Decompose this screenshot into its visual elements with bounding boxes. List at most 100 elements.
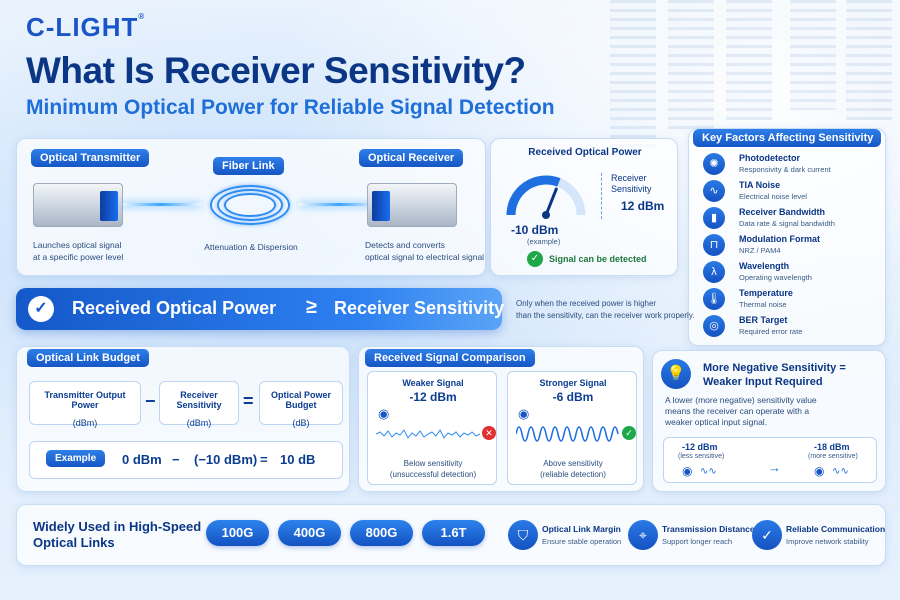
comparison-title: Received Signal Comparison [365,349,535,367]
page-subtitle: Minimum Optical Power for Reliable Signa… [26,96,555,119]
strong-signal-title: Stronger Signal [539,378,607,388]
benefit-title: Reliable Communication [786,524,886,534]
gauge-title: Received Optical Power [528,147,642,158]
tx-power-box: Transmitter Output Power(dBm) [29,381,141,428]
formula-operator: ≥ [306,296,317,318]
fiber-coil-icon [224,193,276,217]
benefit-subtitle: Support longer reach [662,537,733,546]
factor-title: Receiver Bandwidth [739,207,826,217]
wavelength-icon: λ [703,261,725,283]
rate-pill-100g: 100G [206,520,269,546]
example-equals: = [260,452,268,467]
check-circle-icon: ✓ [28,296,54,322]
factor-subtitle: Required error rate [739,327,803,336]
factor-title: BER Target [739,315,788,325]
fiber-desc: Attenuation & Dispersion [204,242,298,252]
weak-waveform [376,429,480,439]
power-budget-box: Optical Power Budget(dB) [259,381,343,428]
background-rack [668,0,714,130]
check-icon: ✓ [527,251,543,267]
sensitivity-compare-row: -12 dBm (less sensitive) ◉ ∿∿ → -18 dBm … [663,437,877,483]
gauge-fill [506,175,561,216]
benefit-title: Transmission Distance [662,524,755,534]
detection-status: Signal can be detected [549,254,647,264]
less-sensitive-value: -12 dBm [682,442,718,452]
wave-icon: ∿∿ [832,466,849,477]
example-rx: (−10 dBm) [194,452,258,467]
location-icon: ⌖ [628,520,658,550]
benefit-subtitle: Ensure stable operation [542,537,622,546]
eye-icon: ◉ [378,406,390,421]
benefit-subtitle: Improve network stability [786,537,869,546]
check-shield-icon: ✓ [752,520,782,550]
example-tx: 0 dBm [122,452,162,467]
factor-title: Wavelength [739,261,790,271]
power-gauge [506,175,586,219]
less-sensitive-note: (less sensitive) [678,453,725,460]
benefit-title: Optical Link Margin [542,524,621,534]
link-budget-title: Optical Link Budget [27,349,149,367]
gauge-value: -10 dBm [511,223,559,237]
strong-signal-note: Above sensitivity(reliable detection) [540,459,606,479]
link-budget-panel: Optical Link Budget Transmitter Output P… [16,346,350,492]
transmitter-label: Optical Transmitter [31,149,150,167]
sensitivity-value: 12 dBm [621,199,665,213]
shield-icon: ⛉ [508,520,538,550]
gauge-example: (example) [527,237,561,246]
factor-subtitle: Responsivity & dark current [739,165,831,174]
gauge-hub [542,211,550,219]
fail-icon: ✕ [482,426,496,440]
rx-sensitivity-box: Receiver Sensitivity(dBm) [159,381,239,428]
signal-comparison-panel: Received Signal Comparison Weaker Signal… [358,346,644,492]
factor-title: TIA Noise [739,180,781,190]
optical-beam [299,203,379,206]
sensitivity-divider [601,173,602,219]
background-rack [610,0,656,150]
weak-signal-value: -12 dBm [409,390,457,404]
rate-pill-400g: 400G [278,520,341,546]
background-rack [846,0,892,120]
more-sensitive-note: (more sensitive) [808,453,858,460]
lightbulb-icon: 💡 [661,359,691,389]
factor-title: Photodetector [739,153,801,163]
gauge-panel: Received Optical Power -10 dBm (example)… [490,138,678,276]
receiver-label: Optical Receiver [359,149,464,167]
formula-right: Receiver Sensitivity [334,298,505,318]
eye-icon: ◉ [518,406,530,421]
strong-signal-card: Stronger Signal -6 dBm ◉ ✓ Above sensiti… [507,371,637,485]
receiver-port [372,191,390,221]
minus-sign: − [145,391,156,411]
weak-signal-title: Weaker Signal [402,378,464,388]
arrow-right-icon: → [768,460,781,475]
transmitter-module [33,183,123,227]
weak-signal-card: Weaker Signal -12 dBm ◉ ✕ Below sensitiv… [367,371,497,485]
factor-subtitle: NRZ / PAM4 [739,246,781,255]
formula-left: Received Optical Power [72,298,277,318]
gauge-needle [544,187,558,217]
example-badge: Example [46,450,106,467]
strong-signal-value: -6 dBm [552,390,594,404]
factor-title: Temperature [739,288,793,298]
strong-waveform [516,426,619,442]
negative-title: More Negative Sensitivity =Weaker Input … [703,362,846,388]
factor-title: Modulation Format [739,234,820,244]
eye-icon: ◉ [814,464,825,478]
fiber-coil-icon [210,185,290,225]
negative-body: A lower (more negative) sensitivity valu… [665,395,817,427]
link-diagram-panel: Optical Transmitter Launches optical sig… [16,138,486,276]
equals-sign: = [243,391,254,411]
background-rack [790,0,836,110]
negative-sensitivity-panel: 💡 More Negative Sensitivity =Weaker Inpu… [652,350,886,492]
budget-example-row: Example 0 dBm − (−10 dBm) = 10 dB [29,441,343,479]
ber-target-icon: ◎ [703,315,725,337]
wave-icon: ∿∿ [700,466,717,477]
factor-subtitle: Operating wavelength [739,273,812,282]
factor-subtitle: Electrical noise level [739,192,807,201]
factor-subtitle: Data rate & signal bandwidth [739,219,835,228]
tia-noise-icon: ∿ [703,180,725,202]
fiber-label: Fiber Link [213,157,284,175]
